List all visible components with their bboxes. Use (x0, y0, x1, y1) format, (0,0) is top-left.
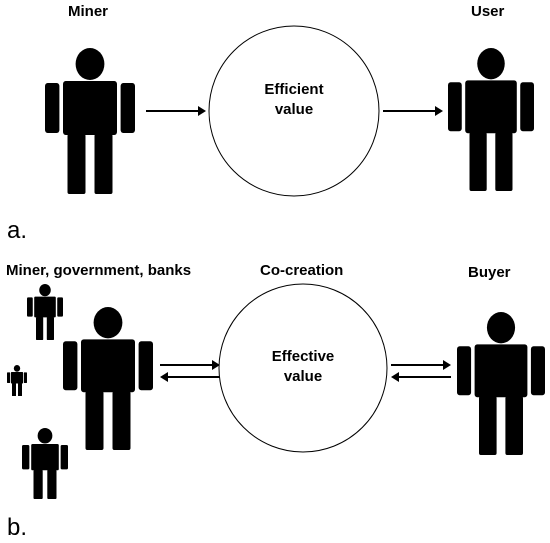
miner-label: Miner (68, 3, 109, 20)
co-creation-label: Co-creation (260, 262, 344, 279)
efficient-value-circle (208, 25, 380, 197)
arrow-value-to-buyer (391, 360, 451, 370)
buyer-person-icon (457, 312, 545, 455)
arrow-value-to-user (383, 106, 443, 116)
miner-government-banks-label: Miner, government, banks (6, 262, 192, 279)
arrow-miner-to-value (146, 106, 206, 116)
arrow-stakeholders-to-value (160, 360, 220, 370)
effective-value-circle (218, 283, 388, 453)
buyer-label: Buyer (468, 264, 511, 281)
small-person-top-icon (27, 284, 63, 340)
arrow-buyer-to-value (391, 372, 451, 382)
panel-b-letter: b. (7, 514, 28, 541)
user-person-icon (448, 48, 534, 191)
small-person-bottom-icon (22, 428, 68, 499)
stakeholders-person-icon (63, 307, 153, 450)
user-label: User (471, 3, 505, 20)
effective-value-text: Effective value (271, 348, 335, 385)
panel-a-letter: a. (7, 217, 28, 244)
miner-person-icon (45, 48, 135, 194)
arrow-value-to-stakeholders (160, 372, 220, 382)
efficient-value-text: Efficient value (264, 81, 324, 118)
tiny-person-middle-icon (7, 365, 27, 396)
